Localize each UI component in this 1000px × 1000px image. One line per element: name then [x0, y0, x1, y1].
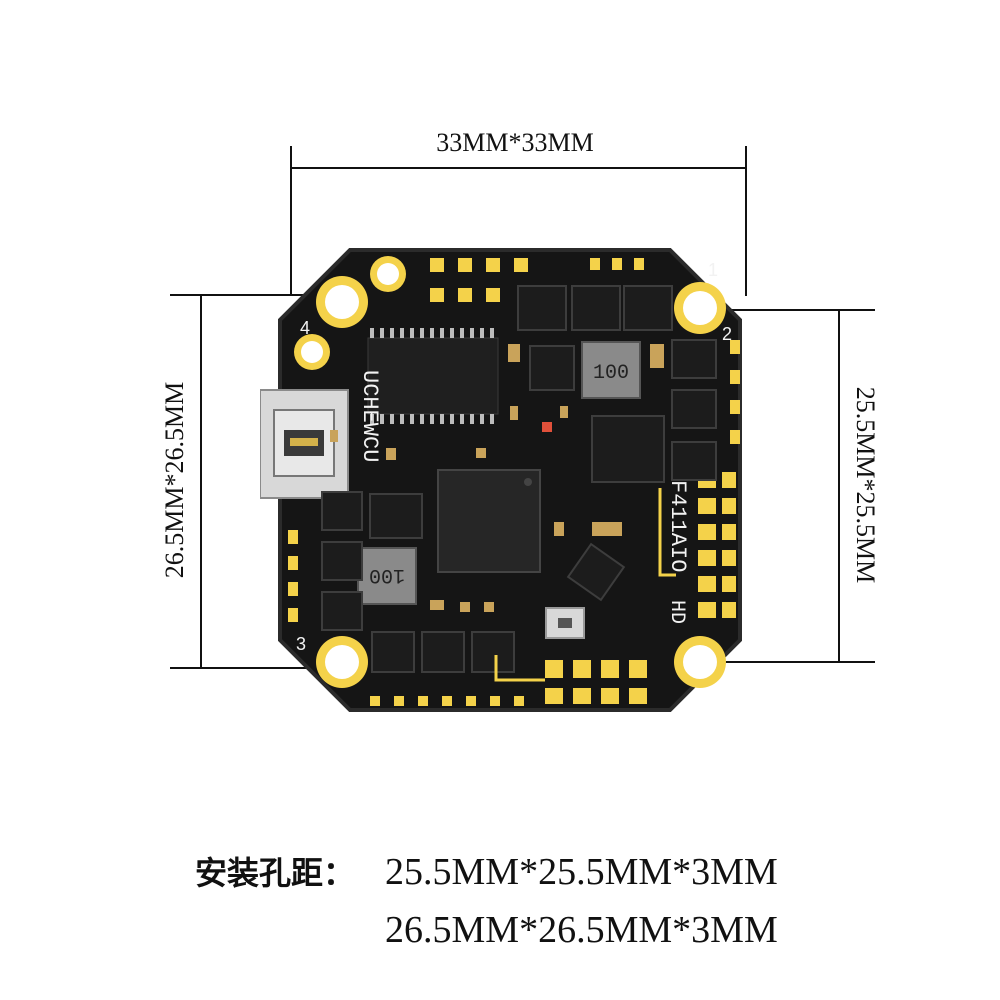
right-dimension-bottom-tick: [690, 661, 875, 663]
hd-silkscreen: HD: [665, 600, 688, 624]
right-dimension-line: [838, 310, 840, 662]
left-dimension-line: [200, 295, 202, 668]
inductor-top: 100: [581, 341, 641, 399]
boot-button: [545, 607, 585, 639]
power-chips: [321, 285, 717, 673]
caption-value-2: 26.5MM*26.5MM*3MM: [385, 909, 778, 951]
brand-silkscreen: UCHEWCU: [357, 370, 382, 462]
usb-connector: [260, 389, 349, 499]
right-spacing-label: 25.5MM*25.5MM: [851, 386, 880, 584]
inductor-bottom: 100: [357, 547, 417, 605]
corner-mark-1: 1: [708, 260, 718, 280]
passives: [330, 344, 664, 612]
traces: [494, 488, 676, 682]
model-silkscreen: F411AIO: [665, 480, 690, 572]
status-led: [542, 422, 552, 432]
driver-chip: [367, 328, 499, 424]
top-dimension-line: [291, 167, 746, 169]
corner-mark-2: 2: [722, 324, 732, 344]
corner-mark-3: 3: [296, 634, 306, 654]
caption-value-1: 25.5MM*25.5MM*3MM: [385, 851, 778, 893]
flight-controller-board: 100 100: [260, 248, 742, 712]
right-edge-pads: [698, 340, 740, 618]
right-dimension-top-tick: [690, 309, 875, 311]
top-dimension-right-tick: [745, 146, 747, 296]
left-spacing-label: 26.5MM*26.5MM: [160, 381, 189, 579]
imu-chip: [566, 542, 626, 602]
caption-line-1: 安装孔距： 25.5MM*25.5MM*3MM: [195, 848, 778, 894]
mcu-chip: [437, 469, 541, 573]
left-dimension-top-tick: [170, 294, 330, 296]
board-size-label: 33MM*33MM: [436, 128, 594, 157]
inductor-top-label: 100: [593, 362, 629, 385]
caption-key: 安装孔距：: [195, 854, 356, 892]
left-edge-pads: [288, 530, 298, 622]
mounting-holes: [294, 256, 726, 688]
caption-line-2: 26.5MM*26.5MM*3MM: [195, 908, 778, 952]
bottom-edge-pads: [370, 660, 647, 706]
corner-mark-4: 4: [300, 318, 310, 338]
top-edge-pads: [430, 258, 644, 302]
inductor-bottom-label: 100: [369, 563, 405, 586]
top-dimension-left-tick: [290, 146, 292, 296]
left-dimension-bottom-tick: [170, 667, 330, 669]
